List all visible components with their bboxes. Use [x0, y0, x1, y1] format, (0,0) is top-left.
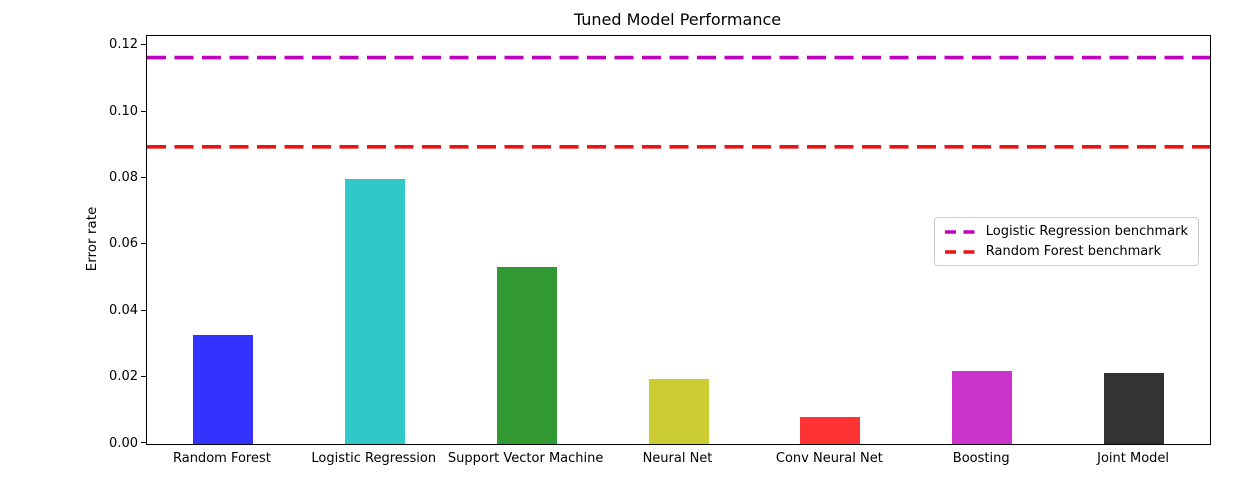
y-tick-mark [141, 110, 146, 112]
x-tick-label: Support Vector Machine [447, 451, 604, 466]
x-tick-label: Neural Net [642, 451, 713, 466]
bar-conv-neural-net [800, 417, 861, 444]
legend-item: Random Forest benchmark [944, 244, 1188, 259]
y-tick-label: 0.08 [109, 170, 138, 186]
y-tick-label: 0.12 [109, 37, 138, 53]
bar-neural-net [648, 379, 709, 444]
y-tick-label: 0.02 [109, 369, 138, 385]
legend-label: Logistic Regression benchmark [985, 224, 1188, 239]
x-tick-label: Joint Model [1097, 451, 1170, 466]
chart-title: Tuned Model Performance [573, 10, 782, 29]
legend-dash-sample [944, 249, 976, 254]
y-tick-mark [141, 243, 146, 245]
y-tick-mark [141, 375, 146, 377]
bar-random-forest [192, 334, 253, 444]
legend-item: Logistic Regression benchmark [944, 224, 1188, 239]
legend-dash-sample [944, 229, 976, 234]
benchmark-lines-layer [147, 55, 1210, 149]
x-tick-label: Random Forest [172, 451, 271, 466]
y-tick-label: 0.00 [109, 435, 138, 451]
y-tick-mark [141, 44, 146, 46]
y-tick-mark [141, 309, 146, 311]
y-tick-mark [141, 442, 146, 444]
bar-joint-model [1104, 373, 1165, 444]
y-tick-mark [141, 176, 146, 178]
y-tick-label: 0.04 [109, 302, 138, 318]
x-tick-label: Logistic Regression [311, 451, 437, 466]
legend-label: Random Forest benchmark [985, 244, 1162, 259]
y-tick-label: 0.10 [109, 103, 138, 119]
bar-support-vector-machine [496, 266, 557, 444]
y-tick-label: 0.06 [109, 236, 138, 252]
x-tick-label: Conv Neural Net [775, 451, 883, 466]
x-tick-label: Boosting [952, 451, 1010, 466]
bar-logistic-regression [344, 178, 405, 444]
bar-boosting [952, 371, 1013, 444]
